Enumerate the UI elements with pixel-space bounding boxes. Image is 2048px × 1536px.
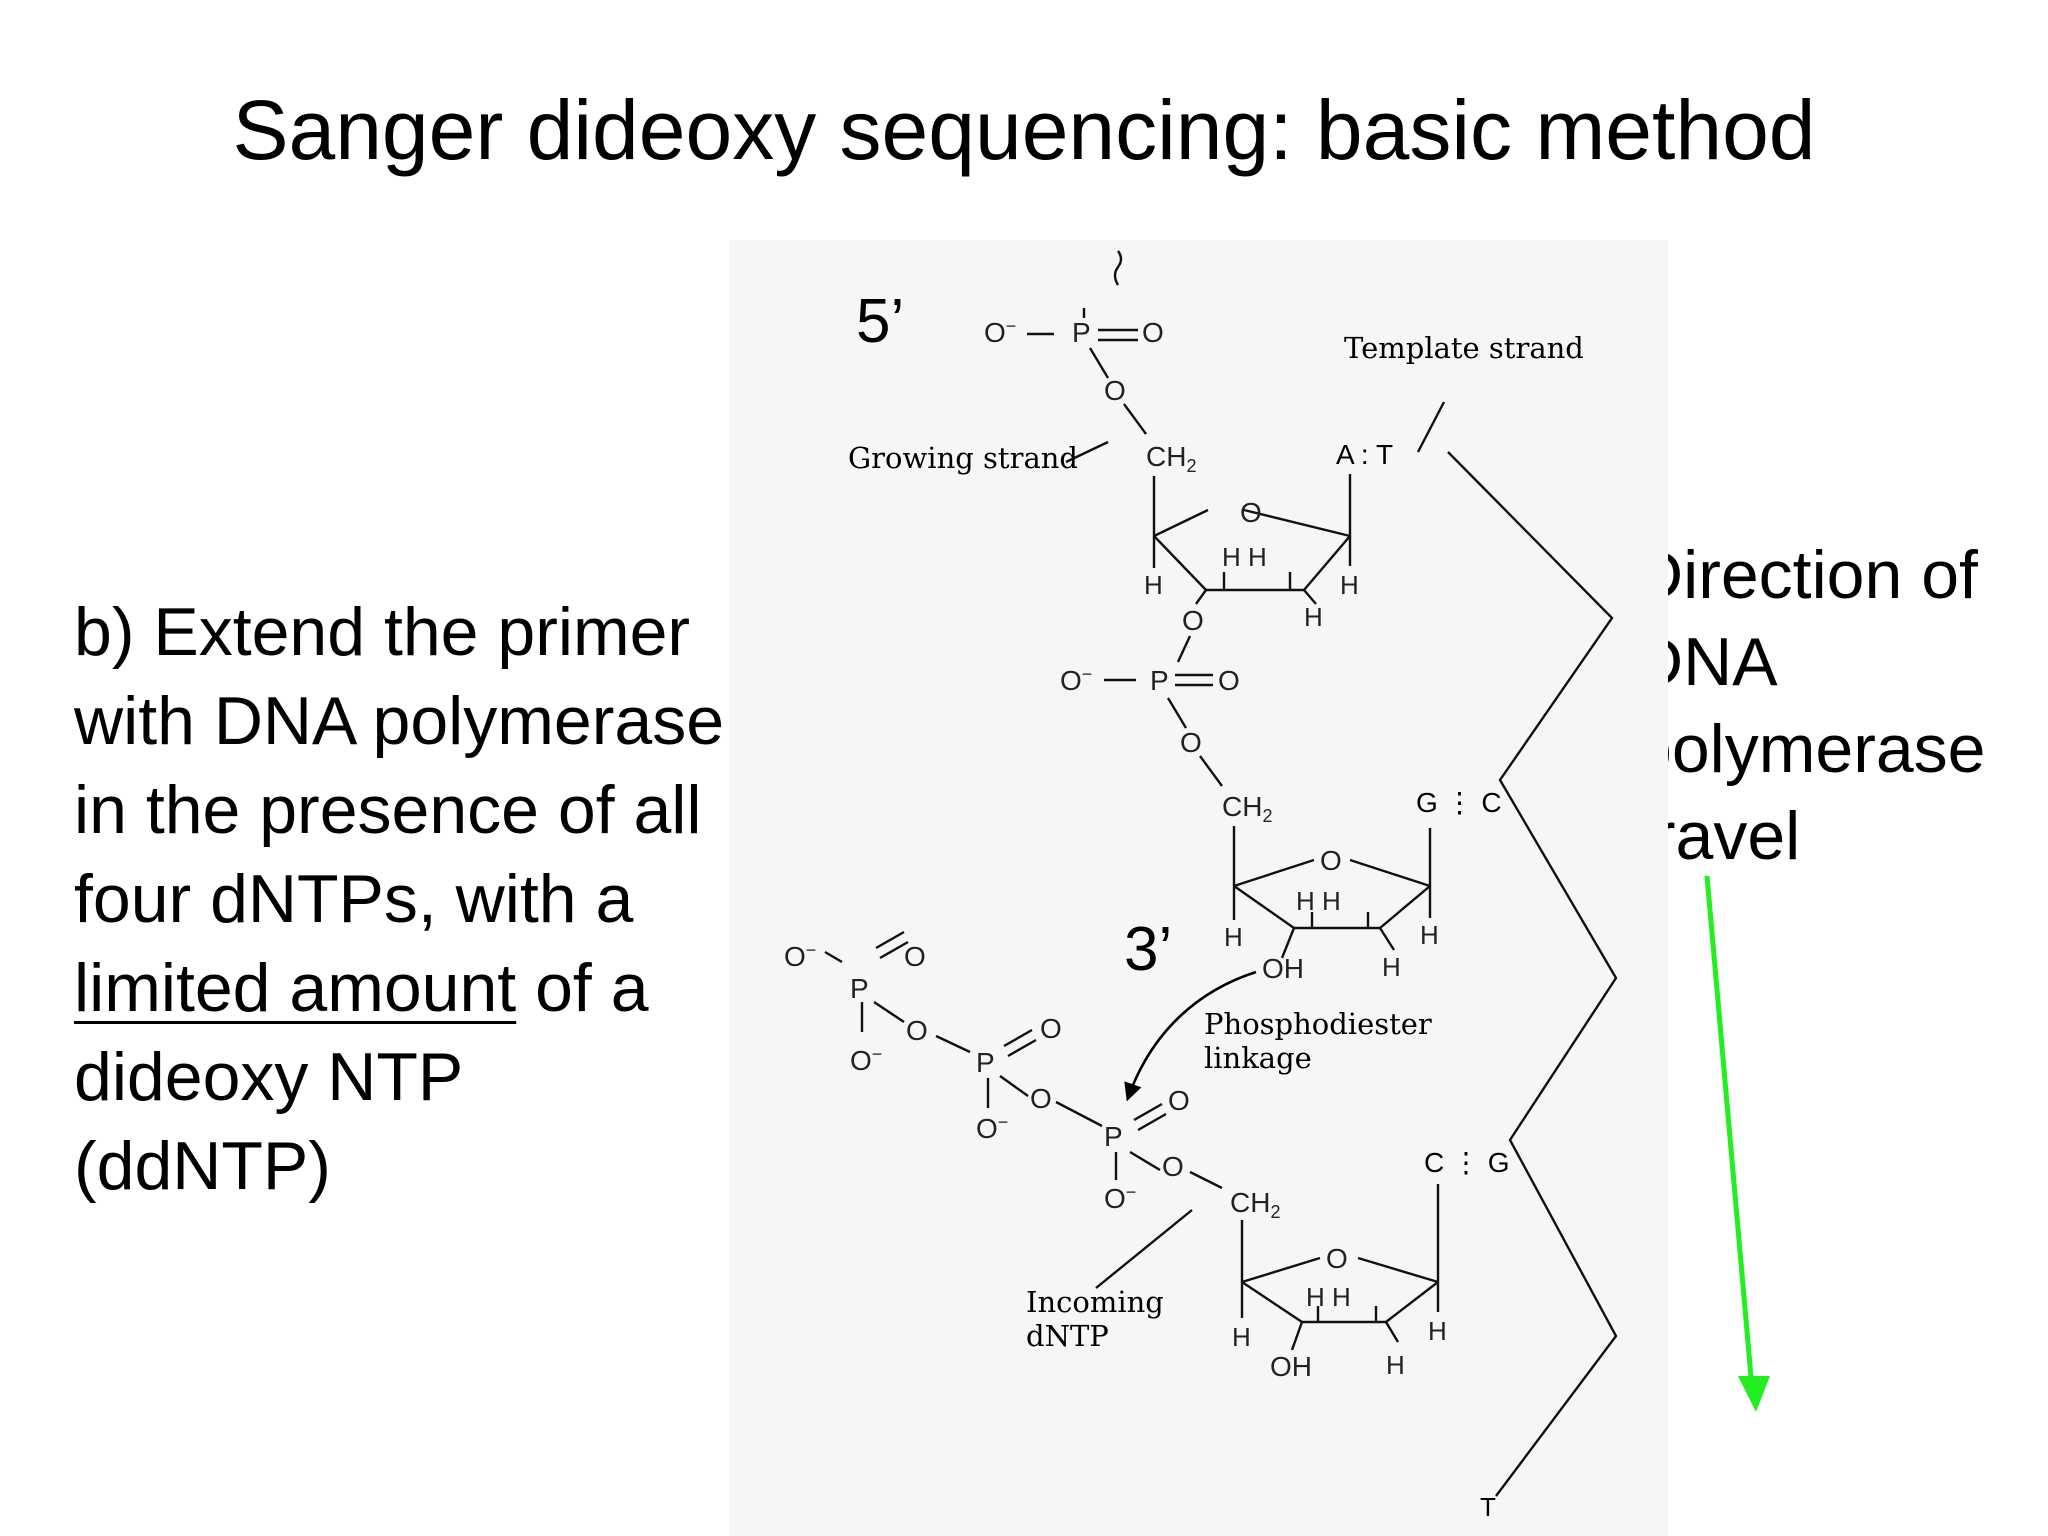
- svg-text:H: H: [1382, 952, 1401, 982]
- svg-text:O: O: [906, 1015, 928, 1046]
- bond-lines: [824, 250, 1618, 1497]
- svg-text:H: H: [1428, 1316, 1447, 1346]
- svg-text:P: P: [1150, 665, 1169, 696]
- svg-text:H H: H H: [1222, 542, 1267, 572]
- svg-text:P: P: [850, 973, 869, 1004]
- five-prime-label: 5’: [856, 287, 904, 356]
- svg-text:O: O: [904, 941, 926, 972]
- svg-text:H: H: [1224, 922, 1243, 952]
- chemical-structure-figure: [729, 240, 1668, 1536]
- svg-text:O: O: [1104, 375, 1126, 406]
- incoming-dntp-label-line2: dNTP: [1026, 1319, 1109, 1353]
- phosphodiester-label-line1: Phosphodiester: [1204, 1007, 1432, 1041]
- svg-text:CH2: CH2: [1230, 1187, 1280, 1222]
- svg-text:O: O: [1168, 1085, 1190, 1116]
- incoming-dntp-label-line1: Incoming: [1026, 1285, 1164, 1319]
- svg-text:O: O: [1162, 1151, 1184, 1182]
- svg-text:O: O: [1180, 727, 1202, 758]
- svg-text:O: O: [1030, 1083, 1052, 1114]
- svg-text:O: O: [1218, 665, 1240, 696]
- svg-text:CH2: CH2: [1146, 441, 1196, 476]
- growing-strand-label: Growing strand: [848, 441, 1078, 475]
- step-text-underlined: limited amount: [74, 950, 517, 1026]
- svg-text:OH: OH: [1262, 953, 1304, 984]
- svg-text:OH: OH: [1270, 1351, 1312, 1382]
- base-pair-3: C ⋮ G: [1424, 1147, 1510, 1178]
- svg-text:P: P: [1072, 317, 1091, 348]
- svg-text:H: H: [1144, 570, 1163, 600]
- svg-text:H: H: [1304, 602, 1323, 632]
- slide-title: Sanger dideoxy sequencing: basic method: [232, 83, 1816, 177]
- svg-text:CH2: CH2: [1222, 791, 1272, 826]
- phosphodiester-label-line2: linkage: [1204, 1041, 1312, 1075]
- svg-text:O−: O−: [1104, 1182, 1136, 1214]
- svg-text:O: O: [1320, 845, 1342, 876]
- svg-text:O: O: [1040, 1013, 1062, 1044]
- direction-arrow-icon: [1704, 875, 1770, 1412]
- svg-text:H H: H H: [1296, 886, 1341, 916]
- svg-text:P: P: [976, 1047, 995, 1078]
- template-strand-label: Template strand: [1344, 331, 1584, 365]
- svg-text:H: H: [1386, 1350, 1405, 1380]
- svg-text:O−: O−: [1060, 664, 1092, 696]
- svg-text:H: H: [1232, 1322, 1251, 1352]
- svg-text:O−: O−: [976, 1112, 1008, 1144]
- svg-text:H: H: [1420, 920, 1439, 950]
- svg-text:H H: H H: [1306, 1282, 1351, 1312]
- atom-labels: O− P O O CH2 O H H H H H O O− P O O CH2 …: [784, 316, 1447, 1382]
- template-end-base: T: [1480, 1492, 1496, 1522]
- svg-text:O: O: [1326, 1243, 1348, 1274]
- svg-text:P: P: [1104, 1121, 1123, 1152]
- svg-text:O: O: [1182, 605, 1204, 636]
- svg-text:O: O: [1240, 497, 1262, 528]
- step-text-before: b) Extend the primer with DNA polymerase…: [74, 594, 725, 937]
- svg-text:H: H: [1340, 570, 1359, 600]
- svg-text:O−: O−: [984, 316, 1016, 348]
- svg-text:O−: O−: [850, 1044, 882, 1076]
- step-text-after: of a dideoxy NTP (ddNTP): [74, 950, 649, 1204]
- base-pair-1: A : T: [1336, 439, 1393, 470]
- step-description: b) Extend the primer with DNA polymerase…: [74, 588, 734, 1211]
- base-pair-2: G ⋮ C: [1416, 787, 1502, 818]
- svg-text:O: O: [1142, 317, 1164, 348]
- phosphodiester-arrow: [1124, 970, 1257, 1102]
- svg-text:O−: O−: [784, 940, 816, 972]
- three-prime-label: 3’: [1124, 915, 1172, 984]
